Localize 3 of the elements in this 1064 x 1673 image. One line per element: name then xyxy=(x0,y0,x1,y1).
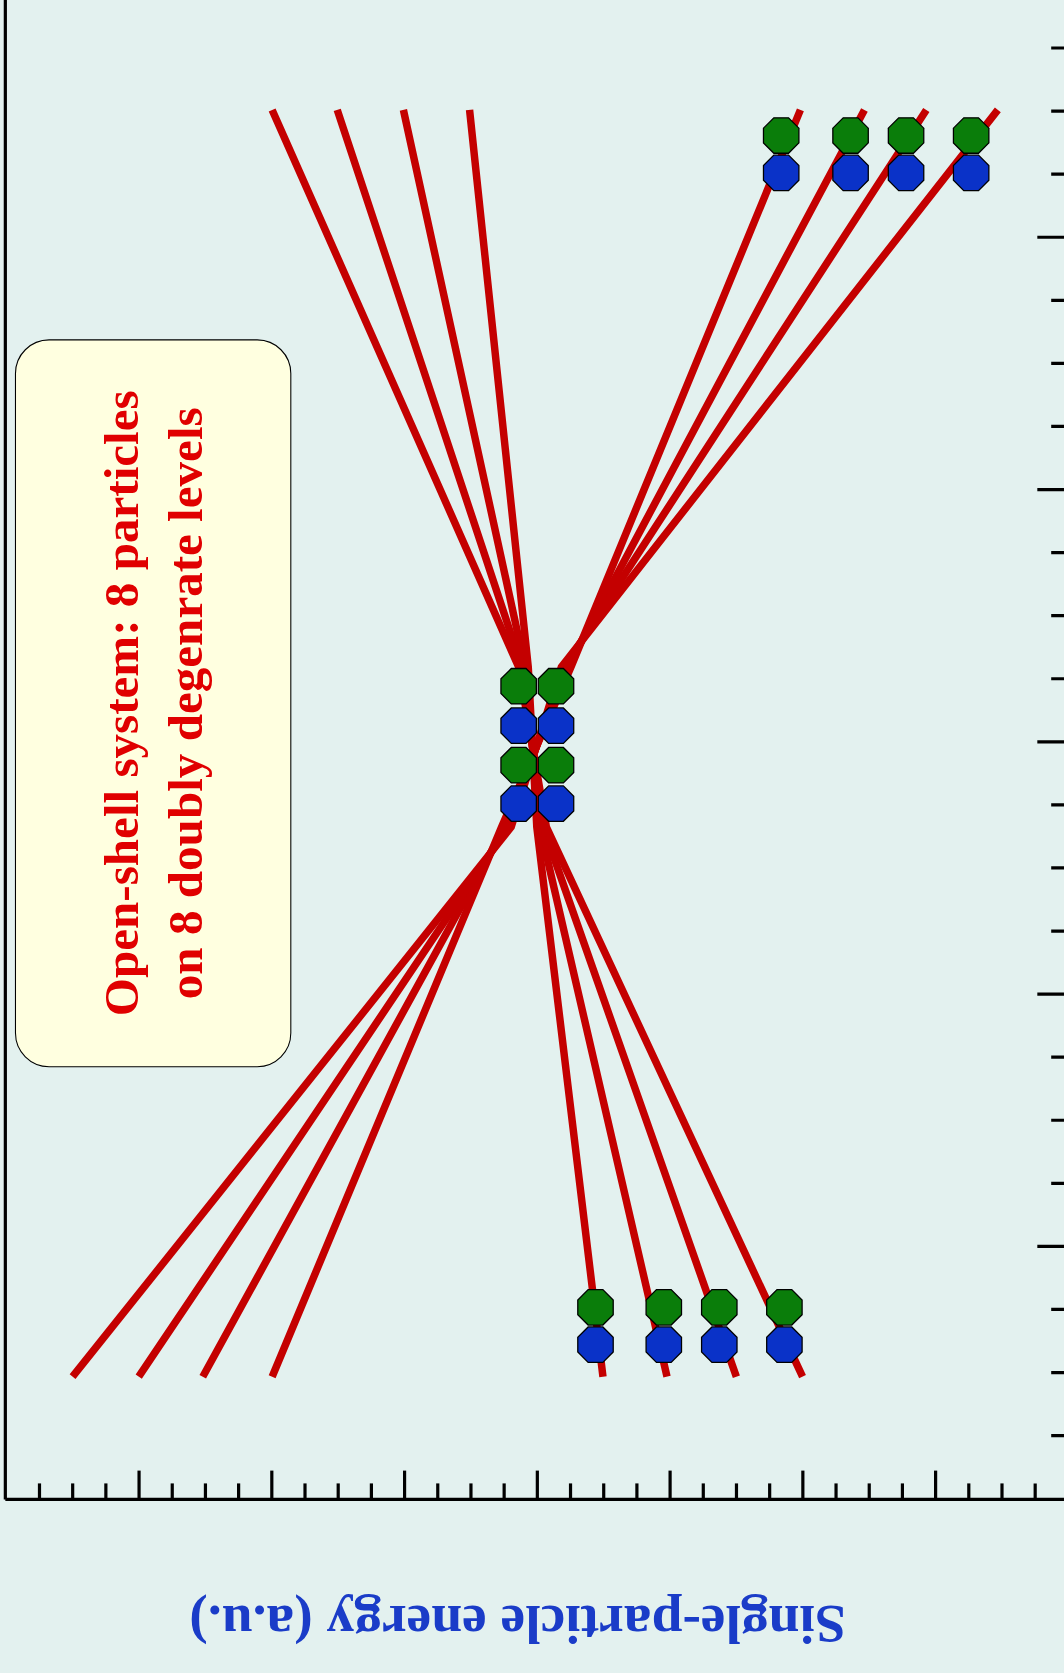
axis-title: Single-particle energy (a.u.) xyxy=(189,1593,846,1658)
callout-text: Open-shell system: 8 particles on 8 doubly degenrate levels xyxy=(92,389,213,1019)
callout-box xyxy=(14,339,292,1068)
